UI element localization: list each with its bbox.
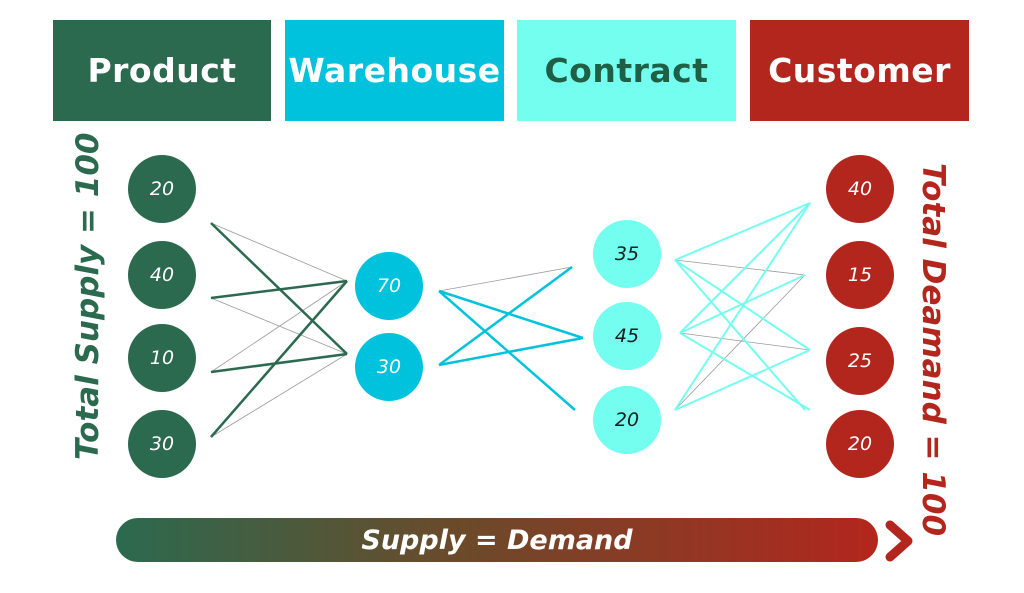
link-line bbox=[438, 265, 573, 367]
link-line bbox=[674, 349, 811, 411]
product-node-3: 10 bbox=[128, 324, 196, 392]
link-line bbox=[210, 222, 348, 282]
contract-node-1: 35 bbox=[593, 220, 661, 288]
product-node-4: 30 bbox=[128, 410, 196, 478]
link-line bbox=[674, 259, 806, 276]
header-product: Product bbox=[53, 20, 271, 121]
link-line bbox=[674, 274, 806, 411]
link-line bbox=[674, 202, 811, 261]
product-node-1: 20 bbox=[128, 155, 196, 223]
customer-node-1: 40 bbox=[826, 155, 894, 223]
link-line bbox=[210, 280, 348, 373]
chevron-right-icon bbox=[885, 520, 913, 562]
link-line bbox=[679, 202, 811, 334]
product-node-2: 40 bbox=[128, 241, 196, 309]
link-line bbox=[210, 353, 348, 438]
contract-node-3: 20 bbox=[593, 386, 661, 454]
supply-demand-label: Supply = Demand bbox=[361, 524, 633, 556]
link-line bbox=[438, 289, 584, 340]
link-line bbox=[210, 280, 348, 438]
header-customer: Customer bbox=[750, 20, 969, 121]
link-line bbox=[210, 297, 348, 355]
link-line bbox=[438, 336, 584, 367]
supply-demand-bar: Supply = Demand bbox=[116, 518, 878, 562]
link-line bbox=[679, 332, 811, 411]
customer-node-3: 25 bbox=[826, 327, 894, 395]
header-warehouse: Warehouse bbox=[285, 20, 504, 121]
warehouse-node-2: 30 bbox=[355, 333, 423, 401]
link-line bbox=[438, 266, 573, 292]
link-line bbox=[679, 274, 806, 334]
warehouse-node-1: 70 bbox=[355, 252, 423, 320]
header-contract: Contract bbox=[517, 20, 736, 121]
contract-node-2: 45 bbox=[593, 302, 661, 370]
link-line bbox=[438, 290, 576, 411]
customer-node-2: 15 bbox=[826, 241, 894, 309]
customer-node-4: 20 bbox=[826, 410, 894, 478]
link-line bbox=[674, 202, 811, 411]
link-line bbox=[210, 279, 348, 300]
link-line bbox=[210, 352, 348, 374]
link-line bbox=[674, 259, 806, 411]
